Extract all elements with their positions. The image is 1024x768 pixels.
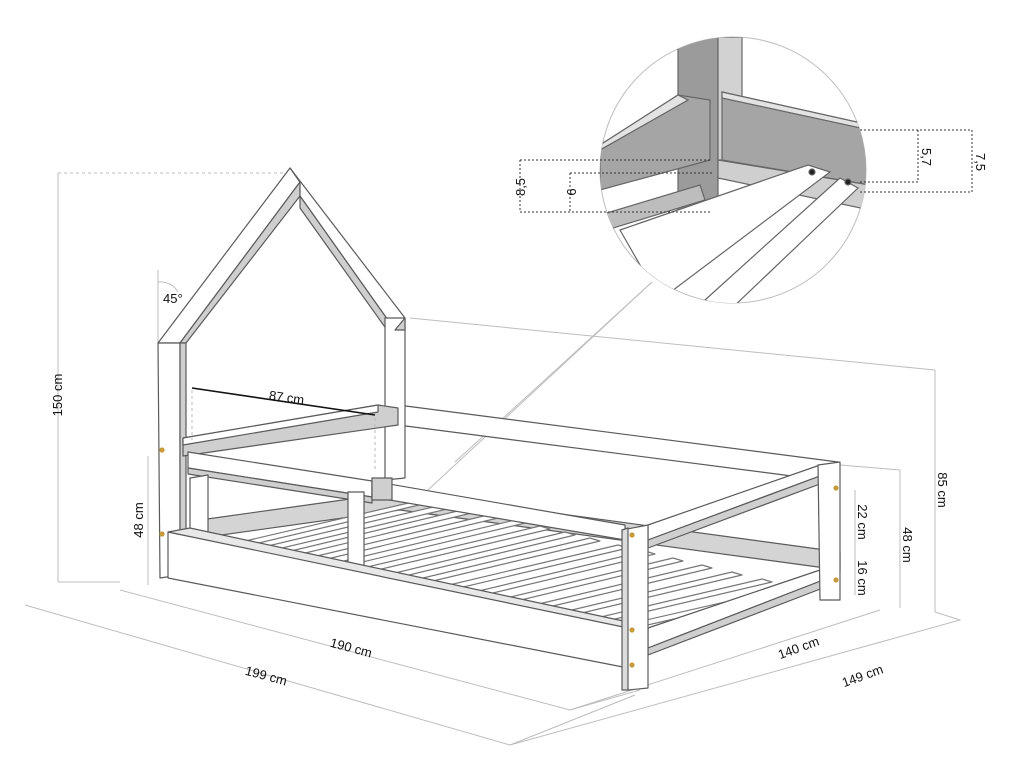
bed-frame <box>157 167 841 691</box>
label-footboard-height: 85 cm <box>935 472 950 507</box>
detail-label-c: 5,7 <box>919 148 934 166</box>
label-floor-clearance: 16 cm <box>855 560 870 595</box>
label-side-height: 48 cm <box>131 502 146 537</box>
label-outer-length: 199 cm <box>244 663 289 689</box>
detail-label-b: 6 <box>564 188 579 195</box>
screws <box>159 447 839 668</box>
foot-post-far <box>817 461 841 601</box>
label-headboard-width: 87 cm <box>268 388 305 408</box>
headboard-width-line <box>191 387 376 416</box>
house-roof-left <box>157 167 301 344</box>
label-outer-width: 149 cm <box>840 661 885 690</box>
detail-label-a: 8,5 <box>513 178 528 196</box>
guide-lines <box>24 172 962 746</box>
label-height-total: 150 cm <box>50 374 65 417</box>
label-right-height: 48 cm <box>900 527 915 562</box>
foot-rail-top <box>647 464 837 541</box>
detail-labels: 8,5 6 5,7 7,5 <box>513 148 988 196</box>
label-inner-width: 140 cm <box>776 633 821 662</box>
house-post-right <box>384 317 406 481</box>
detail-label-d: 7,5 <box>973 153 988 171</box>
label-roof-angle: 45° <box>163 291 183 306</box>
detail-inset <box>519 36 973 304</box>
label-inner-length: 190 cm <box>329 635 374 661</box>
label-rail-height: 22 cm <box>855 504 870 539</box>
house-roof-right <box>289 167 406 331</box>
